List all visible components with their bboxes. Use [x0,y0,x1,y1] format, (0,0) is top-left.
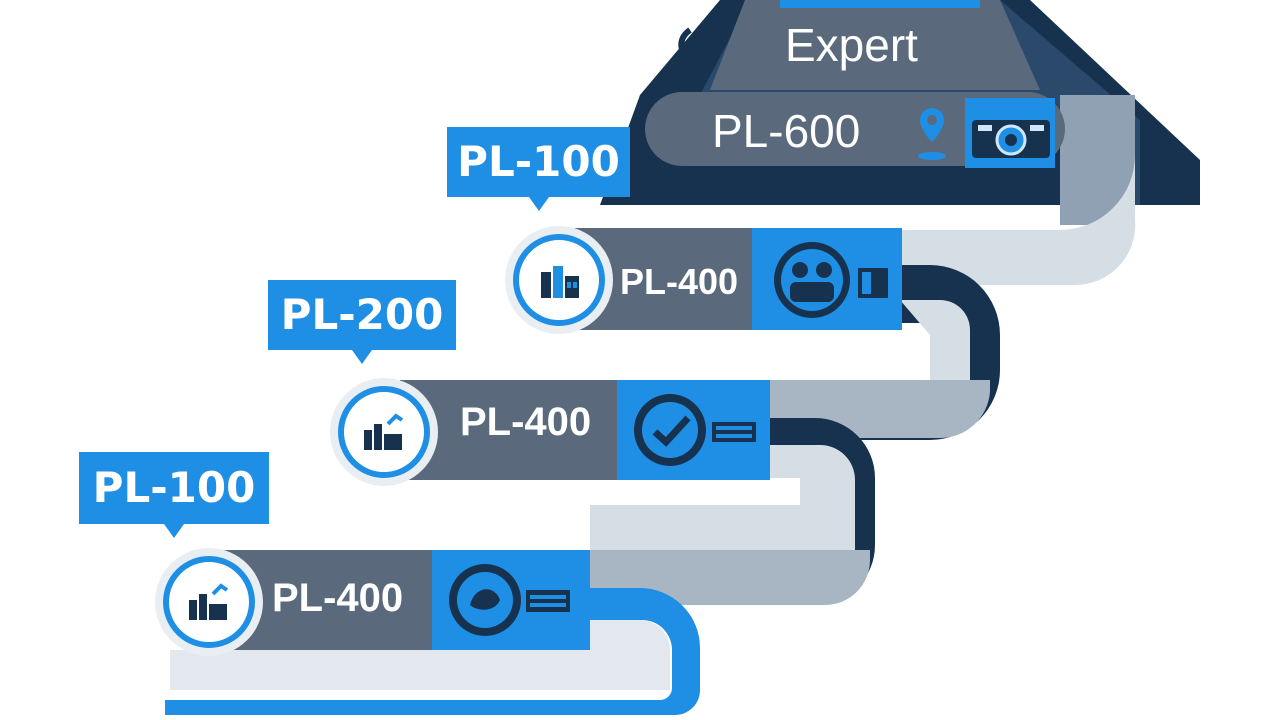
factory-icon [189,583,229,620]
step-3-badge [155,548,263,656]
step-3-code: PL-400 [272,576,404,620]
step-2-badge [330,378,438,486]
step-2-tag: PL-200 [268,280,456,364]
team-icon [774,242,888,318]
winding-road [165,155,1136,715]
step-3-bar [220,550,590,650]
step-2-code: PL-400 [460,400,592,444]
step-1-code: PL-400 [620,261,739,302]
summit-pill [645,92,1065,168]
step-1-tag: PL-100 [447,127,630,211]
summit-code: PL-600 [712,105,861,157]
step-3-tag: PL-100 [79,452,269,538]
step-1-bar [575,228,902,330]
factory-icon [541,266,579,298]
summit-title: Expert [785,19,918,71]
step-2-bar [400,380,770,480]
location-pin-icon [918,108,946,160]
expert-banner [710,0,1040,90]
camera-icon [972,120,1050,158]
chart-icon [449,564,570,636]
factory-icon [364,413,404,450]
step-1-badge [505,226,613,334]
gauge-icon [634,394,756,466]
